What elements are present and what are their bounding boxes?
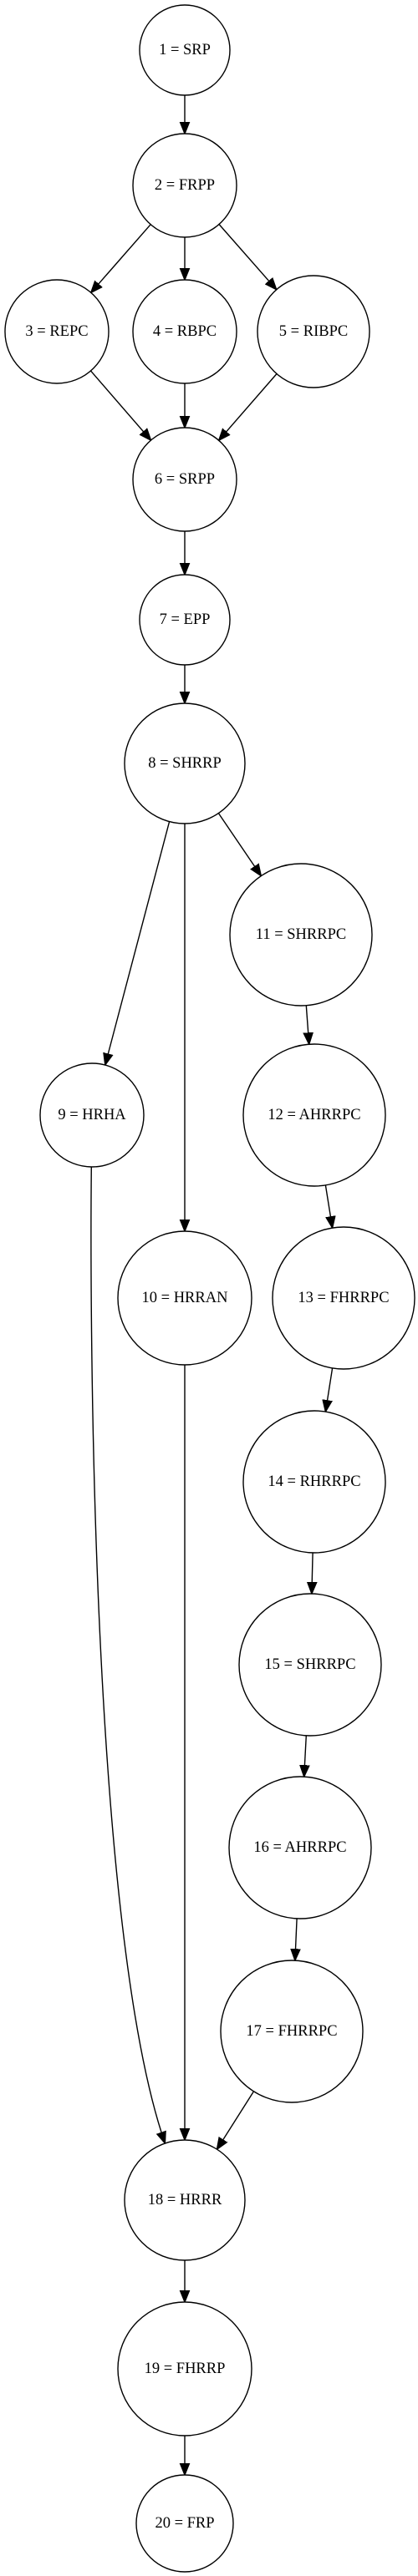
node-label: 1 = SRP [159, 42, 211, 58]
node-label: 13 = FHRRPC [298, 1290, 389, 1306]
node-10: 10 = HRRAN [117, 1230, 252, 1366]
node-3: 3 = REPC [4, 279, 110, 384]
node-circle [132, 427, 237, 532]
node-7: 7 = EPP [139, 574, 231, 666]
node-label: 7 = EPP [160, 611, 211, 628]
edge-17-to-18 [217, 2091, 255, 2149]
node-circle [238, 1593, 382, 1737]
node-19: 19 = FHRRP [117, 2301, 252, 2437]
node-circle [242, 1410, 386, 1554]
node-1: 1 = SRP [139, 4, 231, 96]
node-circle [124, 702, 246, 824]
edge-2-to-3 [91, 224, 151, 293]
node-4: 4 = RBPC [132, 279, 237, 384]
node-circle [229, 863, 373, 1007]
node-circle [242, 1043, 386, 1187]
node-circle [220, 1960, 364, 2103]
edge-8-to-9 [105, 821, 171, 1065]
node-circle [132, 133, 237, 238]
node-circle [139, 574, 231, 666]
node-label: 3 = REPC [25, 323, 88, 340]
node-label: 9 = HRHA [58, 1107, 126, 1123]
node-label: 14 = RHRRPC [268, 1473, 360, 1490]
edge-12-to-13 [324, 1184, 332, 1228]
node-17: 17 = FHRRPC [220, 1960, 364, 2103]
node-label: 17 = FHRRPC [246, 2023, 337, 2040]
edge-11-to-12 [306, 1005, 308, 1044]
node-11: 11 = SHRRPC [229, 863, 373, 1007]
node-circle [132, 279, 237, 384]
node-label: 11 = SHRRPC [256, 926, 346, 943]
node-label: 6 = SRPP [155, 471, 215, 488]
node-circle [39, 1062, 145, 1168]
node-16: 16 = AHRRPC [228, 1776, 372, 1919]
node-label: 5 = RIBPC [279, 323, 348, 340]
node-label: 19 = FHRRP [145, 2360, 226, 2377]
edge-2-to-5 [218, 224, 277, 290]
node-5: 5 = RIBPC [257, 275, 370, 388]
edge-15-to-16 [304, 1735, 307, 1777]
node-label: 4 = RBPC [153, 323, 217, 340]
node-circle [139, 4, 231, 96]
node-label: 8 = SHRRP [148, 755, 222, 772]
node-circle [117, 1230, 252, 1366]
edge-13-to-14 [325, 1367, 334, 1412]
node-circle [124, 2139, 246, 2261]
edge-9-to-18 [90, 1166, 165, 2143]
node-label: 15 = SHRRPC [264, 1656, 355, 1673]
node-20: 20 = FRP [135, 2474, 234, 2573]
edge-14-to-15 [312, 1552, 313, 1594]
node-label: 20 = FRP [155, 2515, 214, 2532]
edge-5-to-6 [219, 373, 278, 441]
edge-3-to-6 [89, 370, 151, 440]
node-circle [117, 2301, 252, 2437]
node-circle [228, 1776, 372, 1919]
node-9: 9 = HRHA [39, 1062, 145, 1168]
node-label: 10 = HRRAN [142, 1290, 228, 1306]
node-14: 14 = RHRRPC [242, 1410, 386, 1554]
node-8: 8 = SHRRP [124, 702, 246, 824]
node-label: 16 = AHRRPC [253, 1839, 346, 1856]
node-circle [4, 279, 110, 384]
node-label: 12 = AHRRPC [268, 1107, 360, 1123]
node-12: 12 = AHRRPC [242, 1043, 386, 1187]
edges-layer [91, 95, 333, 2475]
node-13: 13 = FHRRPC [272, 1226, 415, 1370]
node-15: 15 = SHRRPC [238, 1593, 382, 1737]
edge-8-to-11 [217, 813, 261, 876]
node-circle [272, 1226, 415, 1370]
node-circle [257, 275, 370, 388]
node-6: 6 = SRPP [132, 427, 237, 532]
node-circle [135, 2474, 234, 2573]
node-18: 18 = HRRR [124, 2139, 246, 2261]
node-label: 18 = HRRR [148, 2192, 222, 2208]
node-label: 2 = FRPP [155, 177, 215, 194]
edge-16-to-17 [295, 1918, 297, 1960]
nodes-layer: 1 = SRP 2 = FRPP 3 = REPC 4 = RBPC 5 = RIBPC… [4, 4, 415, 2573]
node-2: 2 = FRPP [132, 133, 237, 238]
